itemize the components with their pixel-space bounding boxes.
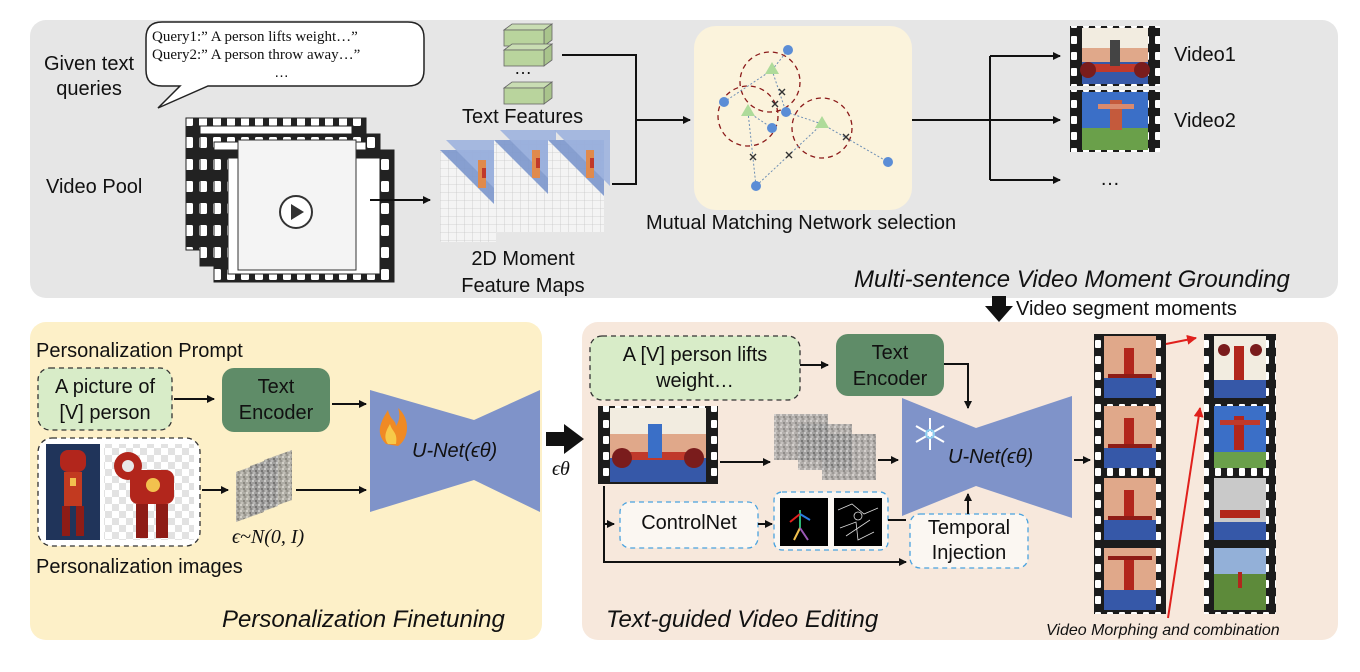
output-film-strip-1 bbox=[1094, 334, 1166, 614]
text-feature-blocks bbox=[502, 23, 554, 105]
down-arrow bbox=[985, 296, 1013, 322]
ironman-image-1 bbox=[46, 444, 100, 540]
unet-right-label: U-Net(ϵθ) bbox=[948, 446, 1034, 468]
editing-title: Text-guided Video Editing bbox=[606, 606, 879, 633]
morph-arrow-top bbox=[1165, 334, 1197, 345]
video1-label: Video1 bbox=[1174, 44, 1236, 66]
snowflake-icon bbox=[915, 418, 945, 450]
text-encoder-right-label: Text Encoder bbox=[852, 342, 928, 390]
text-encoder-left bbox=[222, 368, 330, 432]
video-pool-frames bbox=[185, 117, 395, 283]
unet-left-decoder bbox=[474, 390, 540, 512]
noise-stack-right bbox=[774, 414, 876, 480]
source-video-frame bbox=[598, 406, 718, 484]
noise-label: ϵ~N(0, I) bbox=[232, 526, 305, 548]
video1-thumbnail bbox=[1070, 26, 1160, 86]
text-features-ellipsis: … bbox=[514, 58, 532, 78]
text-features-label: Text Features bbox=[462, 106, 584, 128]
query-1: Query1:” A person lifts weight…” bbox=[152, 29, 358, 45]
unet-left-label: U-Net(ϵθ) bbox=[412, 440, 498, 462]
temporal-injection-label: Temporal Injection bbox=[927, 517, 1011, 564]
prompt-heading: Personalization Prompt bbox=[36, 340, 243, 362]
fire-icon bbox=[379, 408, 407, 446]
matching-label: Mutual Matching Network selection bbox=[646, 212, 957, 234]
video2-label: Video2 bbox=[1174, 110, 1236, 132]
personalization-images-label: Personalization images bbox=[36, 556, 243, 578]
matching-network-box bbox=[694, 26, 912, 210]
pose-map bbox=[780, 498, 828, 546]
moment-feature-maps bbox=[440, 130, 610, 242]
segment-moments-label: Video segment moments bbox=[1016, 298, 1237, 320]
morph-label: Video Morphing and combination bbox=[1046, 622, 1280, 639]
video2-thumbnail bbox=[1070, 90, 1160, 152]
text-encoder-left-label: Text Encoder bbox=[238, 376, 314, 424]
given-text-queries-label: Given text queries bbox=[44, 53, 135, 100]
prompt-box-left bbox=[37, 367, 173, 431]
unet-left-encoder bbox=[370, 390, 474, 512]
controlnet-label: ControlNet bbox=[641, 512, 737, 534]
moment-maps-label: 2D Moment Feature Maps bbox=[461, 248, 585, 297]
text-encoder-right bbox=[836, 334, 944, 396]
morph-arrow-diagonal bbox=[1167, 407, 1204, 619]
output-film-strip-2 bbox=[1204, 334, 1276, 614]
query-2: Query2:” A person throw away…” bbox=[152, 47, 361, 63]
video-more-label: … bbox=[1100, 168, 1120, 190]
video-pool-label: Video Pool bbox=[46, 176, 143, 198]
prompt-text-left: A picture of [V] person bbox=[54, 376, 156, 424]
noise-stack-left bbox=[236, 450, 292, 522]
finetuning-title: Personalization Finetuning bbox=[222, 606, 505, 633]
center-right-arrow bbox=[546, 424, 584, 454]
grounding-title: Multi-sentence Video Moment Grounding bbox=[854, 266, 1290, 293]
prompt-text-right: A [V] person lifts weight… bbox=[622, 344, 768, 392]
prompt-box-right bbox=[589, 335, 801, 401]
query-speech-bubble bbox=[145, 21, 425, 109]
query-ellipsis: … bbox=[274, 64, 289, 81]
output-epsilon-theta: ϵθ bbox=[552, 458, 570, 480]
ironman-image-2 bbox=[104, 444, 194, 540]
unet-right-decoder bbox=[976, 396, 1072, 518]
